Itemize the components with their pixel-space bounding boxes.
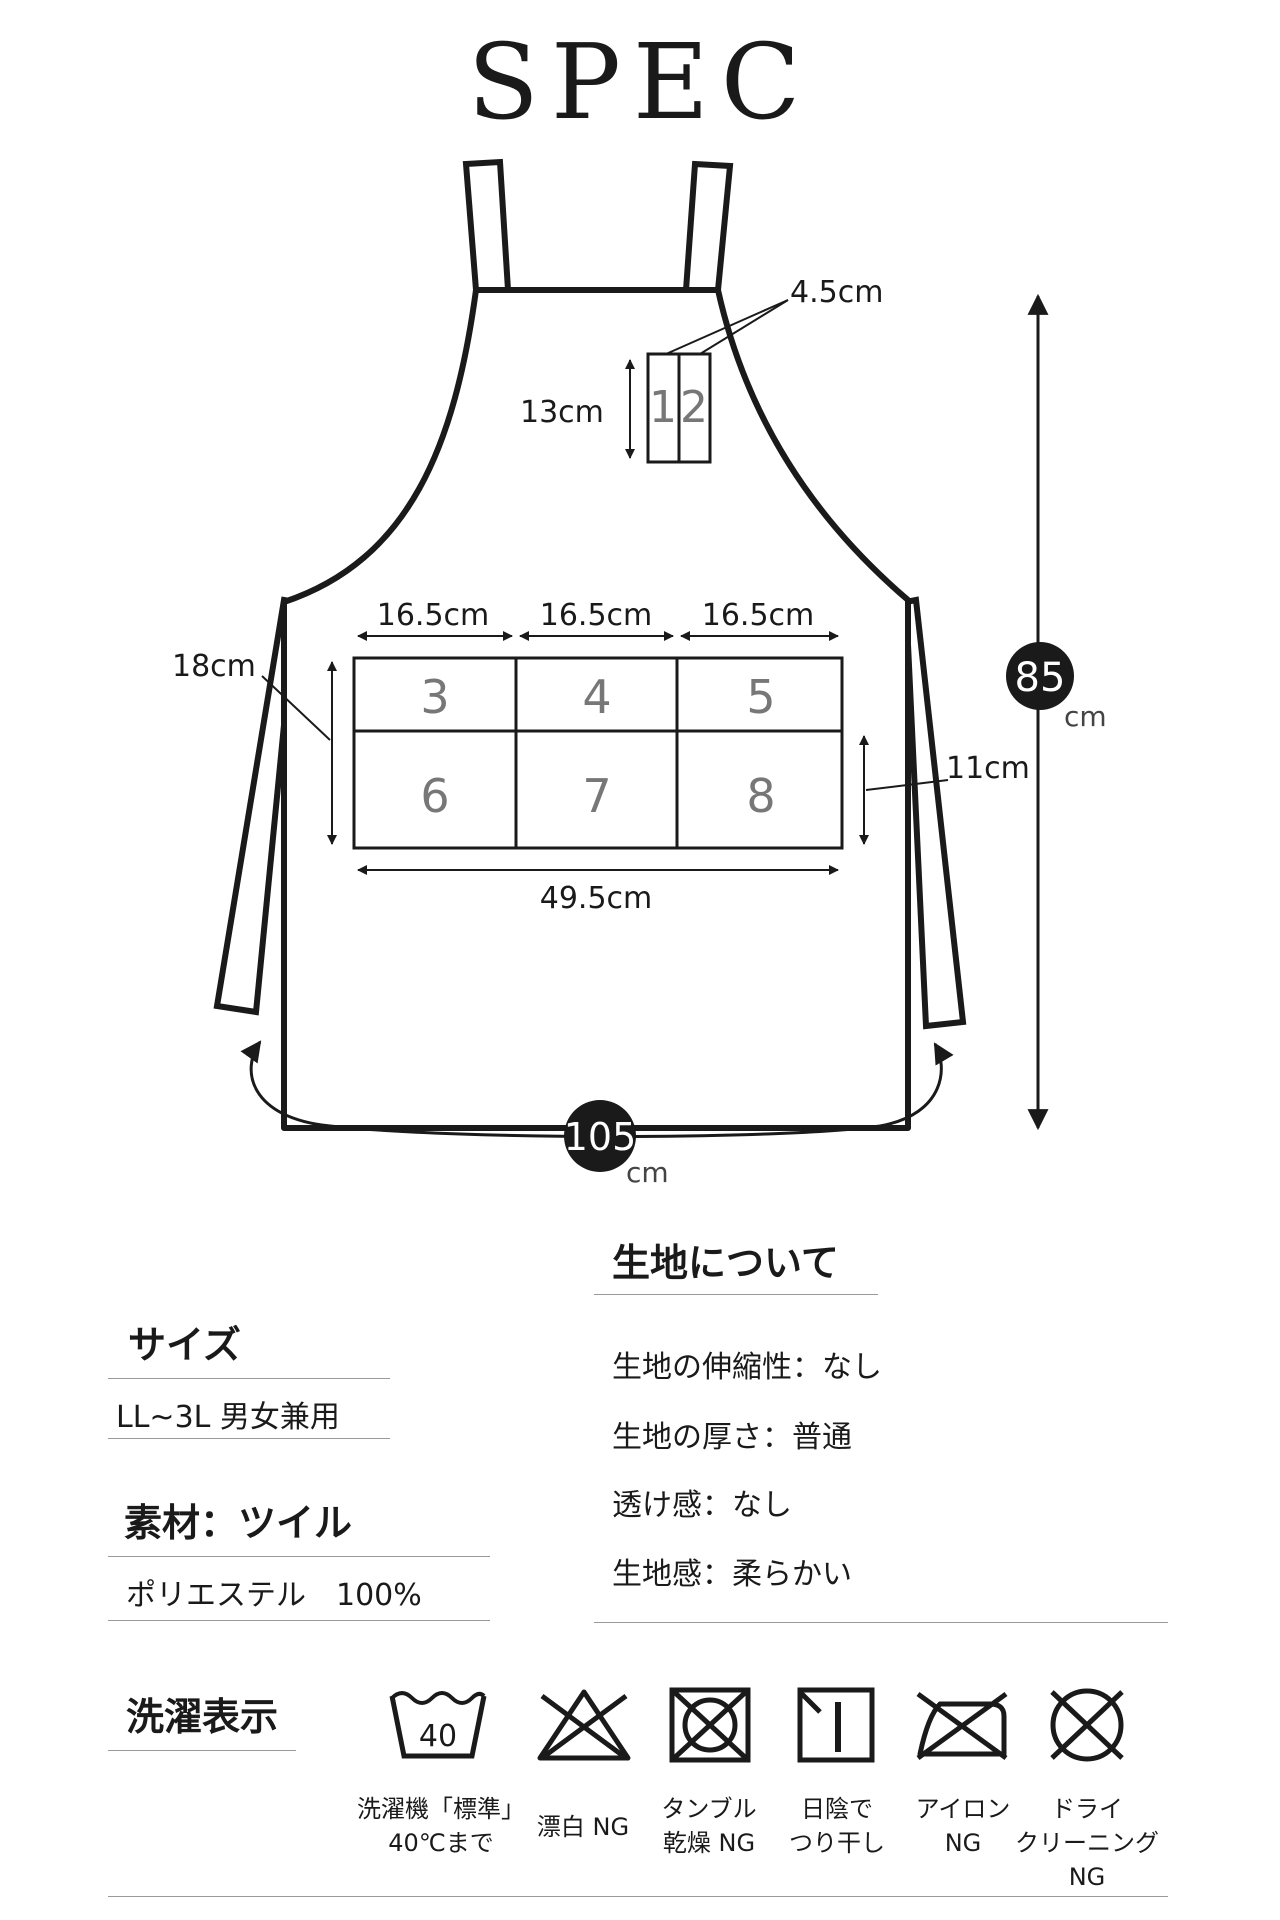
- right-tie: [902, 596, 967, 1030]
- page-title: SPEC: [467, 21, 813, 143]
- care-bottom-rule: [108, 1896, 1168, 1897]
- waist-badge: [564, 1100, 636, 1172]
- pen-pocket-height-label: 13cm: [520, 395, 604, 430]
- material-heading: 素材：ツイル: [124, 1501, 353, 1545]
- size-heading-rule: [108, 1378, 390, 1379]
- material-value: ポリエステル 100%: [126, 1578, 422, 1613]
- svg-text:40: 40: [419, 1719, 457, 1754]
- waist-unit: cm: [626, 1156, 669, 1189]
- care-caption-dry-clean: ドライ クリーニング NG: [1015, 1795, 1159, 1891]
- pocket-number-7: 7: [582, 769, 611, 823]
- care-heading: 洗濯表示: [126, 1695, 279, 1739]
- pocket-total-width-label: 49.5cm: [540, 881, 653, 916]
- pocket-number-5: 5: [746, 670, 775, 724]
- fabric-thickness: 生地の厚さ：普通: [612, 1420, 852, 1455]
- pocket-height-label: 18cm: [172, 649, 256, 684]
- pocket-number-6: 6: [420, 769, 449, 823]
- care-caption-wash: 洗濯機「標準」 40℃まで: [357, 1795, 525, 1857]
- material-value-rule: [108, 1620, 490, 1621]
- fabric-bottom-rule: [594, 1622, 1168, 1623]
- waist-value: 105: [564, 1115, 637, 1159]
- size-value-rule: [108, 1438, 390, 1439]
- fabric-sheerness: 透け感：なし: [612, 1488, 792, 1523]
- right-strap: [682, 160, 734, 293]
- fabric-heading: 生地について: [612, 1241, 839, 1285]
- length-value: 85: [1015, 655, 1066, 701]
- length-unit: cm: [1064, 700, 1107, 733]
- no-dry-clean-icon: [1050, 1688, 1124, 1762]
- pocket-number-2: 2: [680, 382, 708, 433]
- care-caption-shade-dry: 日陰で つり干し: [789, 1795, 885, 1857]
- shade-line-dry-icon: [797, 1687, 875, 1763]
- care-caption-bleach: 漂白 NG: [536, 1813, 630, 1841]
- apron-diagram: 1 2 4.5cm 13cm 3 4 5 6 7 8 16.5cm 16.5cm…: [172, 158, 1107, 1189]
- size-value: LL~3L 男女兼用: [116, 1400, 340, 1435]
- pocket-number-8: 8: [746, 769, 775, 823]
- pocket-width-label-2: 16.5cm: [540, 598, 653, 633]
- pocket-width-label-3: 16.5cm: [702, 598, 815, 633]
- strap-width-label: 4.5cm: [790, 275, 883, 310]
- fabric-texture: 生地感：柔らかい: [612, 1557, 852, 1592]
- pocket-number-1: 1: [649, 382, 677, 433]
- care-caption-tumble: タンブル 乾燥 NG: [661, 1795, 757, 1857]
- fabric-heading-rule: [594, 1294, 878, 1295]
- no-tumble-dry-icon: [669, 1687, 751, 1763]
- pocket-number-4: 4: [582, 670, 611, 724]
- lower-pocket-height-label: 11cm: [946, 751, 1030, 786]
- left-strap: [462, 158, 512, 293]
- wash-40-icon: 40: [389, 1691, 487, 1759]
- pocket-panel: [352, 656, 844, 850]
- care-heading-rule: [108, 1750, 296, 1751]
- size-heading: サイズ: [128, 1323, 241, 1367]
- pocket-width-label-1: 16.5cm: [377, 598, 490, 633]
- material-heading-rule: [108, 1556, 490, 1557]
- no-bleach-icon: [537, 1689, 631, 1761]
- fabric-stretch: 生地の伸縮性：なし: [612, 1350, 882, 1385]
- length-badge: [1006, 642, 1074, 710]
- no-iron-icon: [916, 1691, 1008, 1761]
- care-caption-iron: アイロン NG: [915, 1795, 1011, 1857]
- pocket-number-3: 3: [420, 670, 449, 724]
